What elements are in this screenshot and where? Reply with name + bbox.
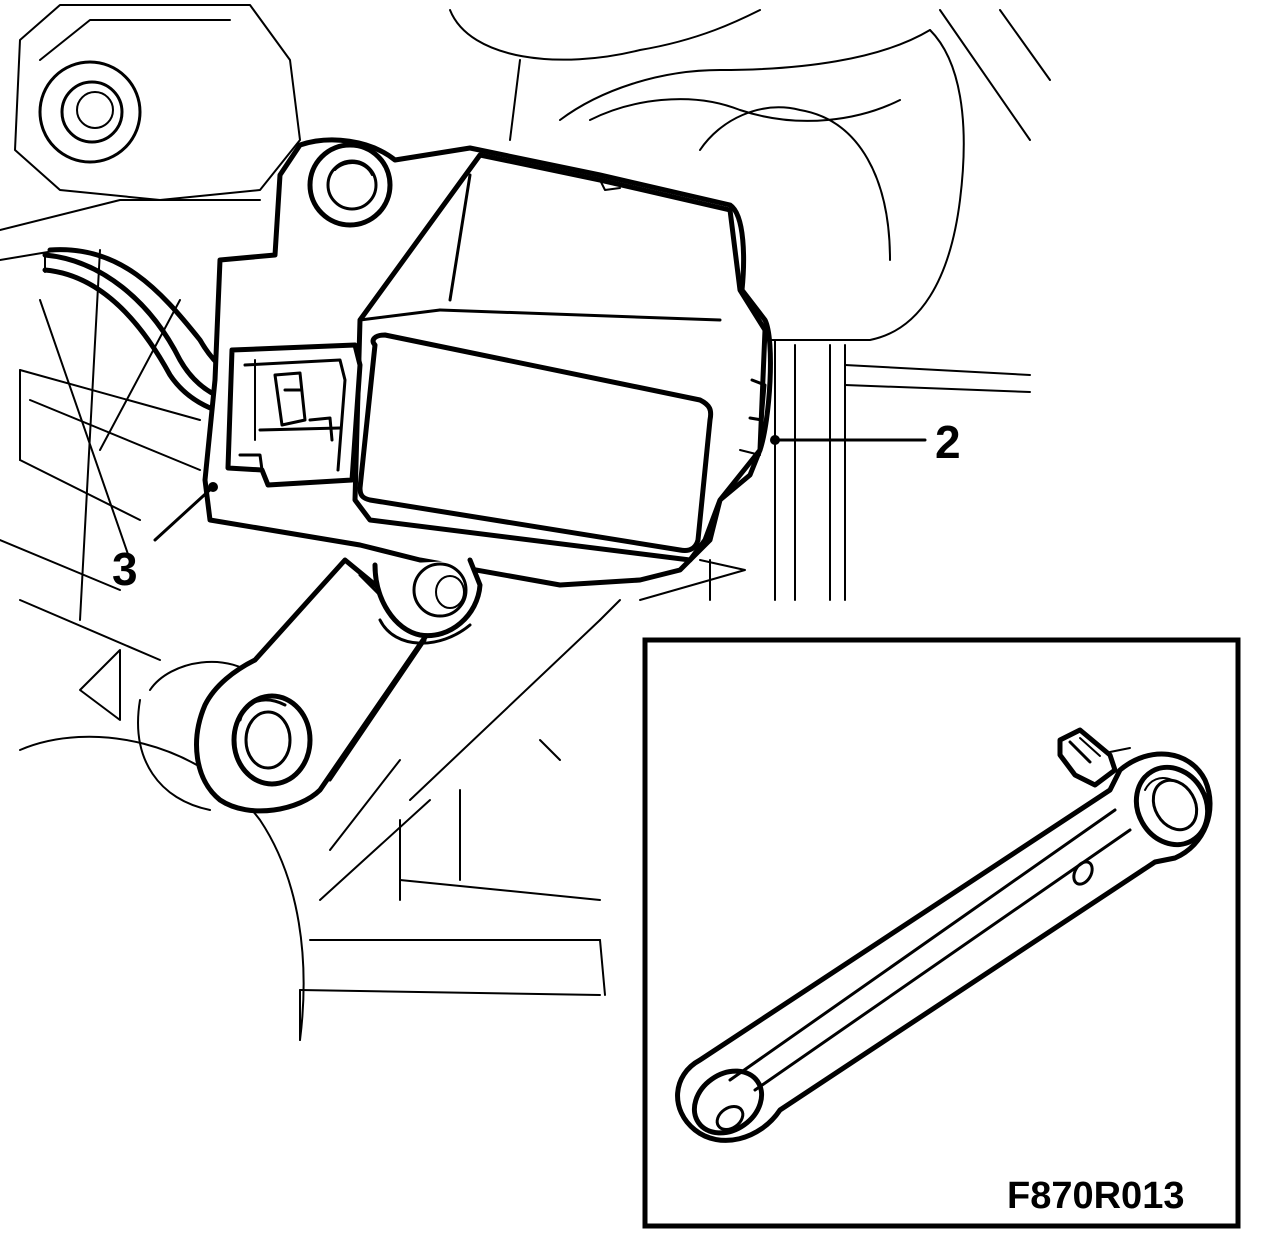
background-structure [0, 4, 1051, 1041]
callout-2-dot [770, 435, 780, 445]
inset-link-rod [675, 727, 1213, 1143]
callout-2: 2 [770, 416, 961, 468]
callout-3-dot [208, 482, 218, 492]
inset-detail: F870R013 [642, 637, 1241, 1229]
control-module [202, 137, 773, 588]
callout-label-2: 2 [935, 416, 961, 468]
figure-code: F870R013 [1007, 1175, 1184, 1217]
callout-3-leader [153, 485, 215, 542]
callout-3: 3 [112, 482, 218, 595]
callout-label-3: 3 [112, 543, 138, 595]
linkage-arm [194, 557, 483, 814]
